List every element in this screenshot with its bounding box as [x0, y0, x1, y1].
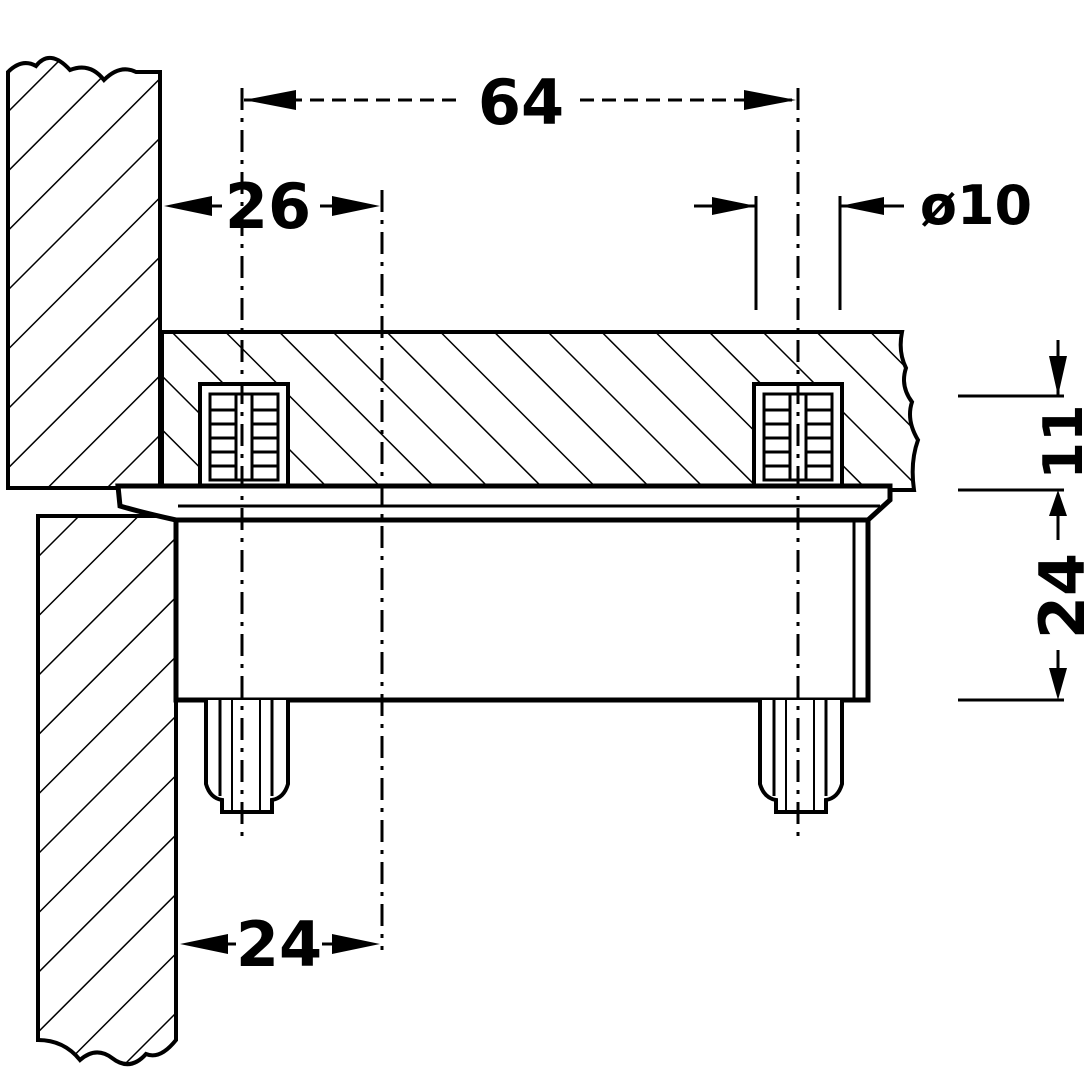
left-dowel-pin — [204, 700, 290, 814]
shelf-section — [160, 330, 921, 492]
dim-diameter-10: ø10 — [694, 174, 1032, 237]
dim-26-label: 26 — [225, 170, 311, 243]
lower-wall-section — [36, 514, 178, 1066]
dim-64: 64 — [244, 66, 796, 139]
dim-24-vertical-label: 24 — [1026, 553, 1087, 639]
right-dowel-pin — [758, 700, 844, 814]
dim-24-bottom: 24 — [180, 908, 380, 981]
dim-24-bottom-label: 24 — [236, 908, 322, 981]
dim-11: 11 — [1032, 340, 1087, 516]
upper-wall-section — [6, 56, 162, 490]
dim-24-vertical: 24 — [1026, 516, 1087, 700]
dim-diameter-label: ø10 — [920, 174, 1032, 237]
dim-11-label: 11 — [1032, 404, 1087, 479]
connector-housing — [115, 483, 893, 703]
dim-26: 26 — [164, 170, 380, 243]
dim-64-label: 64 — [478, 66, 564, 139]
left-insert-sleeve — [198, 382, 290, 488]
